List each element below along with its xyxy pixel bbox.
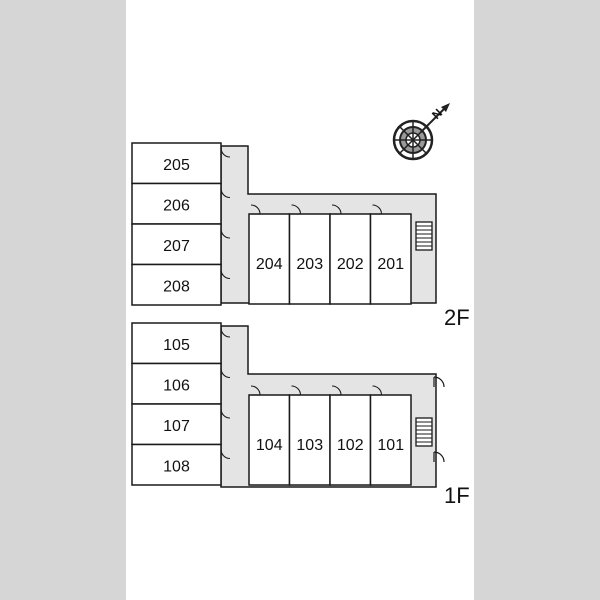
door-icon <box>220 408 231 419</box>
door-icon <box>250 385 261 396</box>
unit-label: 204 <box>256 256 283 273</box>
unit-list: 205 206 207 208 204 203 202 201 <box>131 142 412 306</box>
unit-label: 203 <box>296 256 323 273</box>
unit-label: 103 <box>296 437 323 454</box>
floor-2f: 205 206 207 208 204 203 202 201 2F <box>131 142 470 330</box>
unit-205: 205 <box>131 142 222 185</box>
unit-label: 201 <box>377 256 404 273</box>
unit-label: 102 <box>337 437 364 454</box>
unit-203: 203 <box>288 213 331 305</box>
door-icon <box>291 204 302 215</box>
unit-label: 202 <box>337 256 364 273</box>
unit-103: 103 <box>288 394 331 486</box>
door-icon <box>220 269 231 280</box>
unit-207: 207 <box>131 223 222 266</box>
unit-label: 107 <box>163 418 190 435</box>
door-icon <box>220 228 231 239</box>
unit-108: 108 <box>131 443 222 486</box>
floor-label-1f: 1F <box>444 483 470 508</box>
unit-label: 101 <box>377 437 404 454</box>
door-icon <box>433 376 445 388</box>
door-icon <box>220 147 231 158</box>
unit-label: 208 <box>163 279 190 296</box>
floor-label-2f: 2F <box>444 305 470 330</box>
unit-list: 105 106 107 108 104 103 102 101 <box>131 322 412 486</box>
stair-icon <box>415 221 433 251</box>
unit-202: 202 <box>329 213 372 305</box>
door-icon <box>220 449 231 460</box>
door-icon <box>250 204 261 215</box>
unit-204: 204 <box>248 213 291 305</box>
unit-102: 102 <box>329 394 372 486</box>
unit-105: 105 <box>131 322 222 365</box>
unit-label: 207 <box>163 238 190 255</box>
unit-label: 104 <box>256 437 283 454</box>
door-icon <box>220 368 231 379</box>
door-icon <box>372 204 383 215</box>
floor-1f: 105 106 107 108 104 103 102 101 1F <box>131 322 470 508</box>
stair-icon <box>415 417 433 447</box>
door-icon <box>331 204 342 215</box>
door-icon <box>331 385 342 396</box>
unit-107: 107 <box>131 403 222 446</box>
unit-101: 101 <box>369 394 412 486</box>
compass: N <box>392 103 450 161</box>
unit-106: 106 <box>131 362 222 405</box>
unit-label: 106 <box>163 378 190 395</box>
unit-label: 105 <box>163 337 190 354</box>
door-icon <box>291 385 302 396</box>
door-icon <box>220 188 231 199</box>
door-icon <box>372 385 383 396</box>
unit-208: 208 <box>131 263 222 306</box>
unit-label: 205 <box>163 157 190 174</box>
unit-201: 201 <box>369 213 412 305</box>
unit-label: 108 <box>163 459 190 476</box>
unit-206: 206 <box>131 182 222 225</box>
unit-104: 104 <box>248 394 291 486</box>
unit-label: 206 <box>163 198 190 215</box>
door-icon <box>433 451 445 463</box>
door-icon <box>220 327 231 338</box>
north-arrow-icon <box>420 103 450 133</box>
